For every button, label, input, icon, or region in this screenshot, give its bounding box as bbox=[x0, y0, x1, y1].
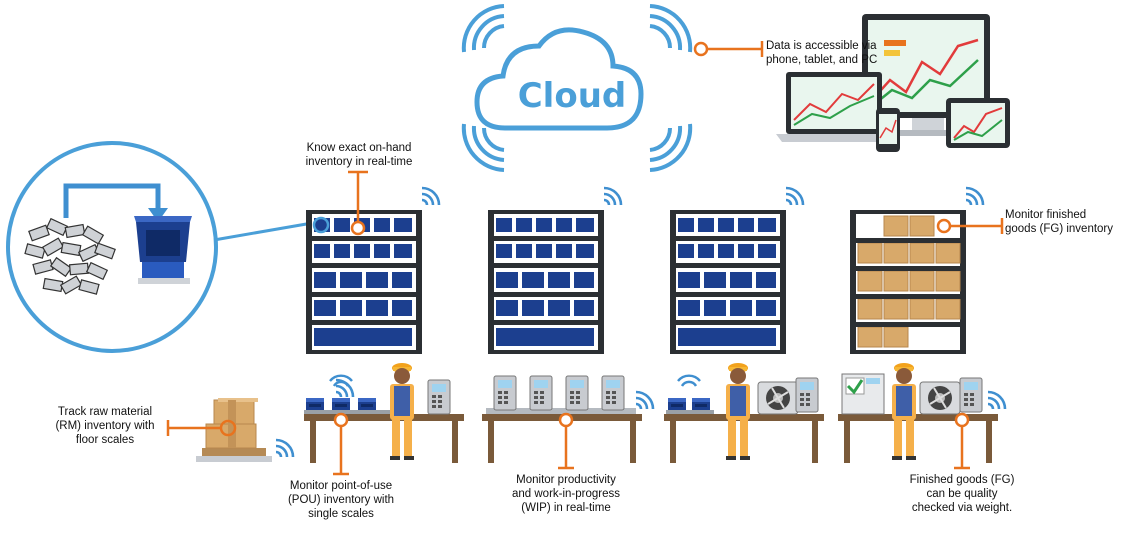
wip-label: Monitor productivity and work-in-progres… bbox=[511, 474, 620, 514]
shelf-rack-icon bbox=[670, 210, 786, 354]
finished-goods-inventory-label: Monitor finished goods (FG) inventory bbox=[1005, 209, 1114, 235]
station-assembly bbox=[664, 363, 824, 463]
raw-material-label: Track raw material (RM) inventory with f… bbox=[55, 406, 155, 446]
parts-to-bin-zoom bbox=[6, 141, 319, 353]
shelf-rack-icon bbox=[488, 210, 604, 354]
wifi-icon bbox=[420, 186, 985, 207]
finished-goods-callout-connector bbox=[936, 218, 1004, 234]
scale-icon bbox=[493, 375, 625, 411]
scale-icon bbox=[304, 398, 398, 414]
on-hand-callout-connector bbox=[348, 170, 368, 236]
cloud-label: Cloud bbox=[518, 76, 627, 116]
devices-icon bbox=[776, 14, 1010, 152]
worker-icon bbox=[892, 363, 916, 460]
shelf-rack-icon bbox=[306, 210, 422, 354]
pallet-boxes-icon bbox=[166, 398, 295, 462]
worker-icon bbox=[726, 363, 750, 460]
shelf-rack-icon bbox=[850, 210, 966, 354]
data-access-callout-connector bbox=[693, 41, 764, 57]
station-quality-check bbox=[838, 363, 1007, 470]
parts-pile-icon bbox=[24, 217, 116, 295]
quality-check-label: Finished goods (FG) can be quality check… bbox=[909, 474, 1015, 514]
station-point-of-use bbox=[304, 363, 464, 476]
bin-icon bbox=[134, 216, 192, 284]
worker-icon bbox=[390, 363, 414, 460]
station-wip bbox=[482, 375, 655, 470]
wifi-icon bbox=[329, 374, 353, 387]
wifi-icon bbox=[677, 374, 701, 387]
point-of-use-label: Monitor point-of-use (POU) inventory wit… bbox=[287, 480, 395, 520]
on-hand-label: Know exact on-hand inventory in real-tim… bbox=[305, 142, 413, 168]
data-access-label: Data is accessible via phone, tablet, an… bbox=[766, 40, 878, 66]
wifi-icon bbox=[461, 4, 693, 172]
cloud-icon: Cloud bbox=[474, 27, 644, 131]
scale-icon bbox=[666, 398, 714, 414]
